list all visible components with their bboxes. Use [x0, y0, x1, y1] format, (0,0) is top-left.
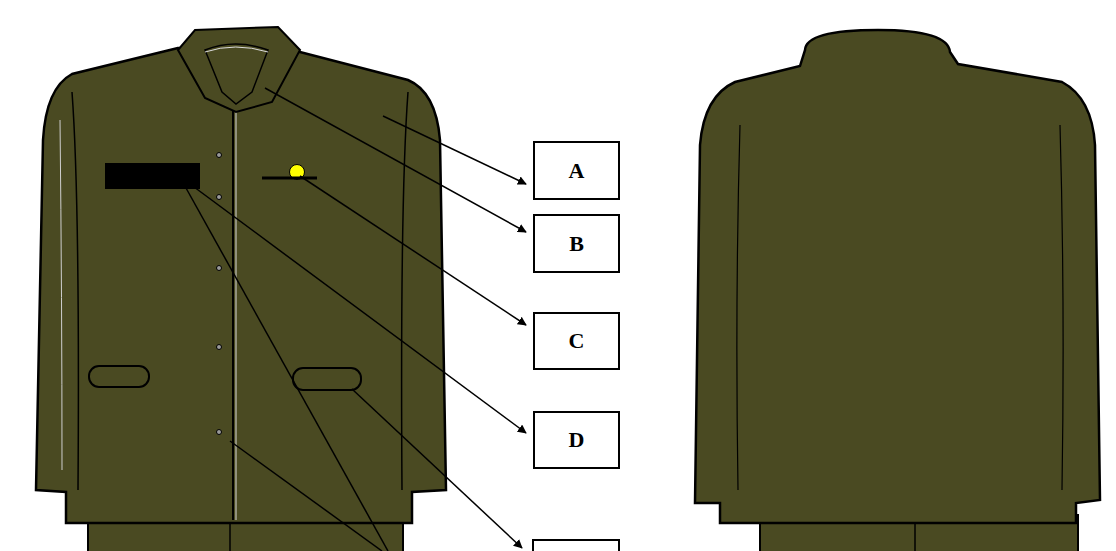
trouser-seam [229, 520, 231, 551]
badge-bar [262, 177, 317, 180]
callout-box: A [533, 141, 620, 200]
name-tag [105, 163, 200, 189]
front-opening [232, 100, 234, 520]
sleeve-seam [72, 92, 78, 490]
leader-line [352, 389, 522, 548]
callout-letter: D [569, 427, 585, 453]
pocket-flap [293, 368, 361, 390]
buttons [217, 153, 222, 435]
sleeve-seam [402, 92, 408, 490]
pocket-flap [89, 366, 149, 387]
callout-box: D [533, 411, 620, 469]
leader-lines [186, 88, 526, 551]
callout-box: B [533, 214, 620, 273]
collar-highlight [205, 47, 268, 52]
callout-letter: A [569, 158, 585, 184]
leader-line [300, 176, 526, 325]
leader-line [383, 116, 526, 184]
callout-box-cut [533, 540, 619, 551]
callout-letter: B [569, 231, 584, 257]
collar-inner [205, 44, 268, 104]
leader-line [190, 184, 526, 433]
leader-line [186, 188, 388, 551]
jacket-back [695, 30, 1100, 523]
callout-letter: C [569, 328, 585, 354]
front-opening-highlight [236, 100, 237, 520]
collar [178, 27, 300, 112]
leader-line [265, 88, 526, 232]
sleeve-seam [737, 125, 740, 490]
leader-line [230, 441, 382, 551]
trouser-seam [914, 520, 916, 551]
sleeve-highlight [60, 120, 62, 470]
callout-box: C [533, 312, 620, 370]
sleeve-seam [1060, 125, 1063, 490]
